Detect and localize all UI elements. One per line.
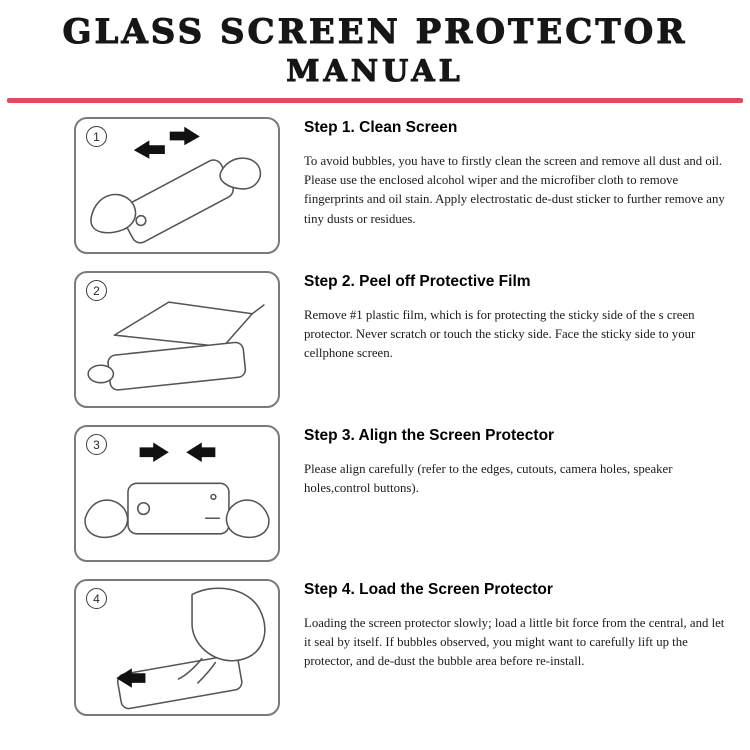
- step-row-1: 1 Step 1. Clean Screen To: [0, 117, 750, 254]
- step2-heading: Step 2. Peel off Protective Film: [304, 273, 531, 290]
- step2-text: Step 2. Peel off Protective Film Remove …: [304, 271, 732, 364]
- step-row-4: 4 Step 4. Load the Screen Protector Loa: [0, 579, 750, 716]
- manual-header: GLASS SCREEN PROTECTOR MANUAL: [0, 0, 750, 90]
- step1-heading: Step 1. Clean Screen: [304, 119, 458, 136]
- step1-body: To avoid bubbles, you have to firstly cl…: [304, 154, 725, 226]
- step1-illustration: 1: [74, 117, 280, 254]
- step-row-2: 2 Step 2. Peel off Protective Film Remov…: [0, 271, 750, 408]
- step3-heading: Step 3. Align the Screen Protector: [304, 427, 555, 444]
- step3-illustration: 3: [74, 425, 280, 562]
- accent-divider: [7, 98, 743, 103]
- steps-container: 1 Step 1. Clean Screen To: [0, 103, 750, 716]
- step1-number-badge: 1: [86, 126, 107, 147]
- step2-number-badge: 2: [86, 280, 107, 301]
- page-title: GLASS SCREEN PROTECTOR: [62, 12, 688, 53]
- step3-number-badge: 3: [86, 434, 107, 455]
- peel-film-icon: [87, 301, 265, 391]
- step1-text: Step 1. Clean Screen To avoid bubbles, y…: [304, 117, 732, 229]
- page-subtitle: MANUAL: [286, 54, 464, 90]
- step-row-3: 3 Step 3. Align the Screen Protector: [0, 425, 750, 562]
- step3-text: Step 3. Align the Screen Protector Pleas…: [304, 425, 732, 498]
- step2-illustration: 2: [74, 271, 280, 408]
- step2-body: Remove #1 plastic film, which is for pro…: [304, 308, 696, 361]
- step4-illustration: 4: [74, 579, 280, 716]
- step4-heading: Step 4. Load the Screen Protector: [304, 581, 553, 598]
- align-protector-icon: [84, 442, 270, 539]
- step4-number-badge: 4: [86, 588, 107, 609]
- step4-body: Loading the screen protector slowly; loa…: [304, 616, 725, 669]
- clean-screen-icon: [90, 126, 262, 244]
- step3-body: Please align carefully (refer to the edg…: [304, 462, 673, 496]
- step4-text: Step 4. Load the Screen Protector Loadin…: [304, 579, 732, 672]
- load-protector-icon: [116, 587, 266, 710]
